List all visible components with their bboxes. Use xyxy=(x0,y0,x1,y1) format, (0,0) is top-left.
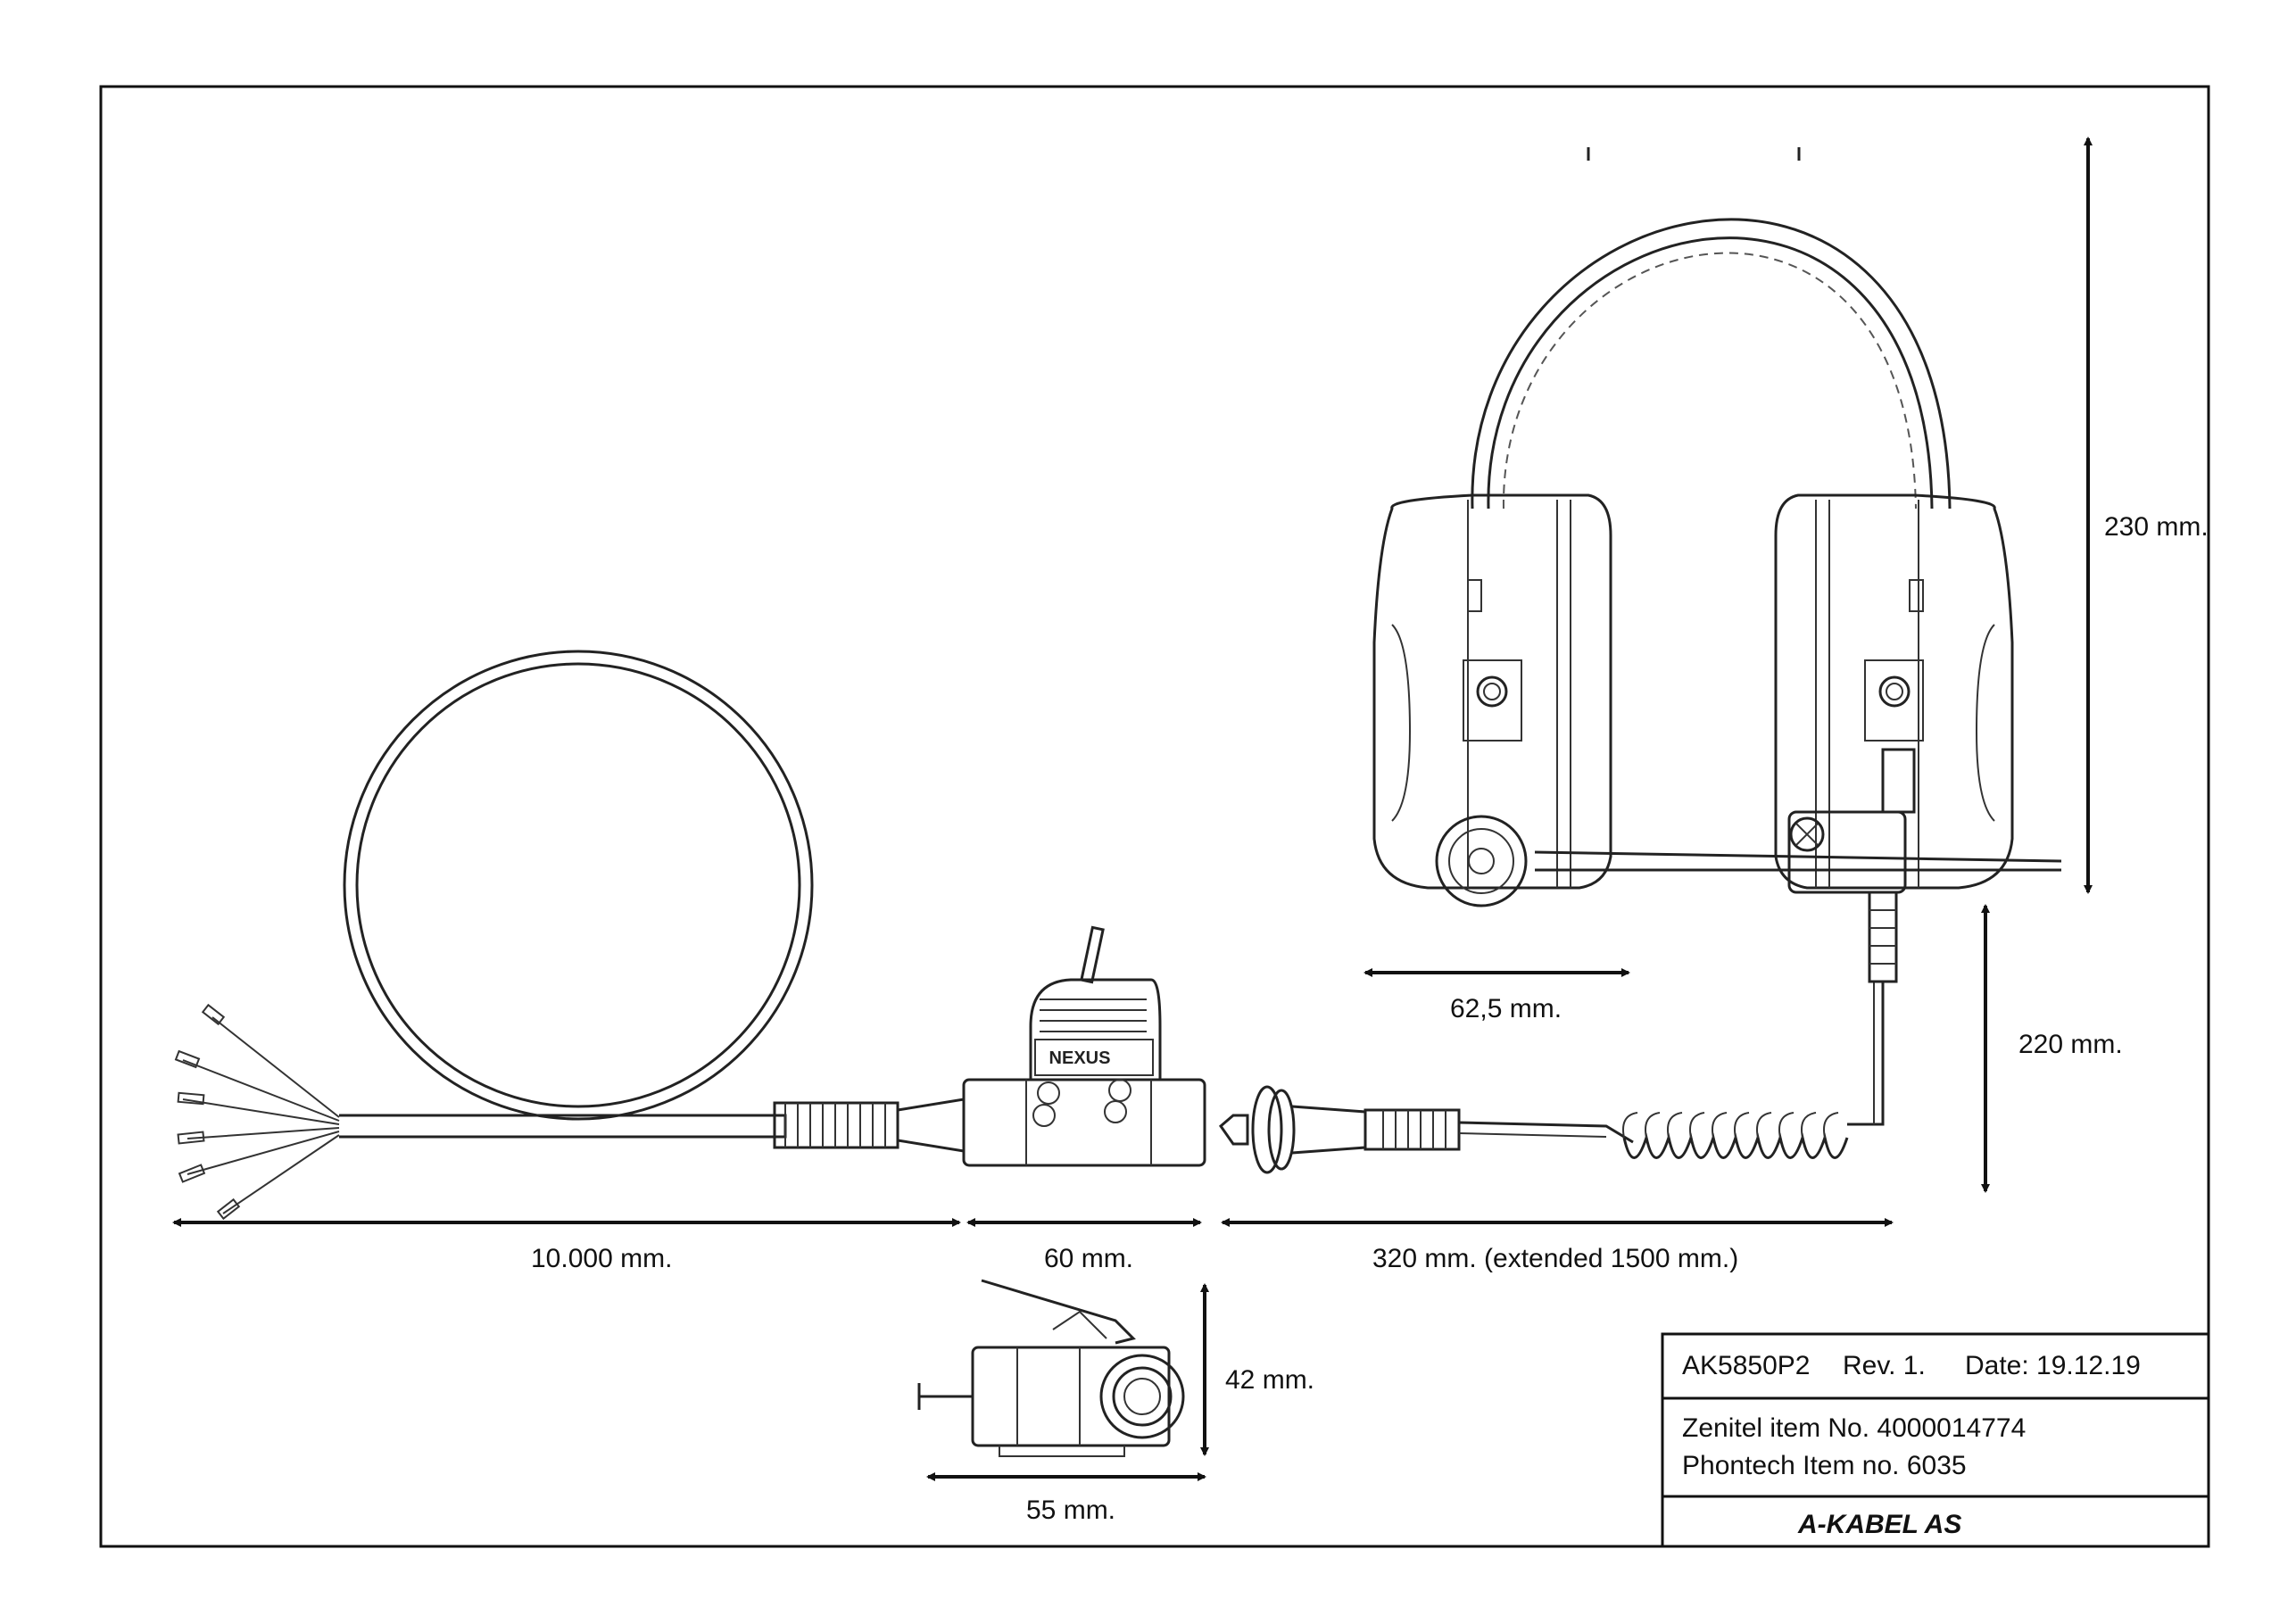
dim-mic-boom: 62,5 mm. xyxy=(1450,994,1562,1023)
dim-coil-length: 320 mm. (extended 1500 mm.) xyxy=(1372,1244,1738,1273)
cable-coil xyxy=(339,650,814,1139)
dim-cable-length: 10.000 mm. xyxy=(531,1244,672,1273)
nexus-connector: NEXUS xyxy=(962,925,1206,1167)
connector-label: NEXUS xyxy=(1049,1048,1111,1068)
wire-ends xyxy=(174,1003,340,1221)
dim-mic-drop: 220 mm. xyxy=(2018,1030,2123,1059)
dim-side-width: 55 mm. xyxy=(1026,1496,1115,1525)
headset-plug xyxy=(1218,1085,1461,1174)
dim-connector-length: 60 mm. xyxy=(1044,1244,1133,1273)
zenitel-item: Zenitel item No. 4000014774 xyxy=(1682,1413,2026,1443)
headset xyxy=(1372,147,2062,983)
drawing-date: Date: 19.12.19 xyxy=(1965,1351,2141,1380)
company-name: A-KABEL AS xyxy=(1797,1510,1961,1539)
phontech-item: Phontech Item no. 6035 xyxy=(1682,1451,1967,1480)
revision: Rev. 1. xyxy=(1843,1351,1926,1380)
strain-relief xyxy=(773,1098,966,1153)
dim-side-height: 42 mm. xyxy=(1225,1365,1314,1395)
dimension-lines xyxy=(172,137,2093,1481)
title-block xyxy=(1661,1332,2210,1548)
coil-cord xyxy=(1458,982,1885,1159)
part-number: AK5850P2 xyxy=(1682,1351,1810,1380)
drawing-frame xyxy=(99,85,2210,1548)
side-view-connector xyxy=(917,1279,1185,1457)
dim-headset-height: 230 mm. xyxy=(2104,512,2209,542)
